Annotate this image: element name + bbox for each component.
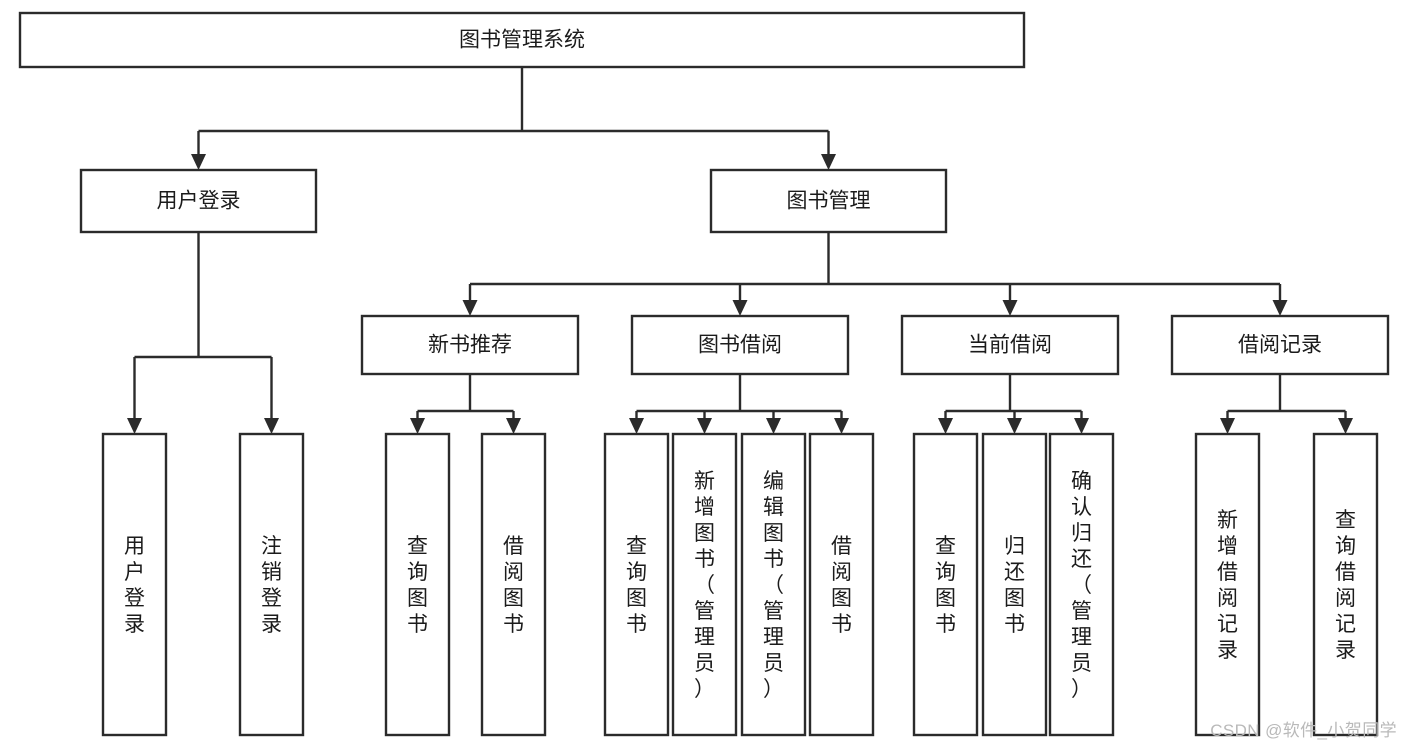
node-label-leaf_cur_return: 归还图书 bbox=[1004, 535, 1025, 636]
node-box-leaf_borrow_edit bbox=[740, 432, 807, 737]
node-layer: 图书管理系统用户登录图书管理新书推荐图书借阅当前借阅借阅记录用户登录注销登录查询… bbox=[18, 11, 1390, 737]
node-box-borrow bbox=[630, 314, 850, 376]
node-box-records bbox=[1170, 314, 1390, 376]
node-newbook[interactable]: 新书推荐 bbox=[360, 314, 580, 376]
edges-from-current bbox=[938, 374, 1089, 434]
arrow-head-icon bbox=[506, 418, 521, 434]
node-leaf_user_login[interactable]: 用户登录 bbox=[101, 432, 168, 737]
node-label-leaf_rec_query: 查询借阅记录 bbox=[1335, 509, 1356, 662]
node-leaf_borrow_lend[interactable]: 借阅图书 bbox=[808, 432, 875, 737]
node-leaf_cur_confirm[interactable]: 确认归还（管理员） bbox=[1048, 432, 1115, 737]
node-label-leaf_cur_query: 查询图书 bbox=[935, 535, 956, 636]
node-leaf_borrow_query[interactable]: 查询图书 bbox=[603, 432, 670, 737]
arrow-head-icon bbox=[629, 418, 644, 434]
arrow-head-icon bbox=[1002, 300, 1018, 316]
watermark-text: CSDN @软件_小贺同学 bbox=[1210, 721, 1397, 740]
arrow-head-icon bbox=[191, 154, 206, 170]
arrow-head-icon bbox=[264, 418, 279, 434]
node-box-leaf_cur_return bbox=[981, 432, 1048, 737]
node-label-leaf_borrow_lend: 借阅图书 bbox=[831, 535, 852, 636]
arrow-head-icon bbox=[1338, 418, 1353, 434]
node-label-root: 图书管理系统 bbox=[459, 29, 585, 52]
arrow-head-icon bbox=[1074, 418, 1089, 434]
node-label-leaf_new_query: 查询图书 bbox=[407, 535, 428, 636]
node-label-records: 借阅记录 bbox=[1238, 334, 1322, 357]
node-label-leaf_rec_add: 新增借阅记录 bbox=[1217, 509, 1238, 662]
node-box-leaf_new_query bbox=[384, 432, 451, 737]
node-leaf_user_logout[interactable]: 注销登录 bbox=[238, 432, 305, 737]
node-leaf_cur_return[interactable]: 归还图书 bbox=[981, 432, 1048, 737]
node-label-borrow: 图书借阅 bbox=[698, 334, 782, 357]
node-box-root bbox=[18, 11, 1026, 69]
node-records[interactable]: 借阅记录 bbox=[1170, 314, 1390, 376]
arrow-head-icon bbox=[821, 154, 836, 170]
node-leaf_rec_query[interactable]: 查询借阅记录 bbox=[1312, 432, 1379, 737]
node-leaf_new_query[interactable]: 查询图书 bbox=[384, 432, 451, 737]
arrow-head-icon bbox=[410, 418, 425, 434]
node-login[interactable]: 用户登录 bbox=[79, 168, 318, 234]
arrow-head-icon bbox=[697, 418, 712, 434]
arrow-head-icon bbox=[732, 300, 748, 316]
node-box-newbook bbox=[360, 314, 580, 376]
node-box-bookmgmt bbox=[709, 168, 948, 234]
node-box-login bbox=[79, 168, 318, 234]
node-leaf_borrow_add[interactable]: 新增图书（管理员） bbox=[671, 432, 738, 737]
node-box-current bbox=[900, 314, 1120, 376]
node-box-leaf_rec_query bbox=[1312, 432, 1379, 737]
node-leaf_cur_query[interactable]: 查询图书 bbox=[912, 432, 979, 737]
edges-from-newbook bbox=[410, 374, 521, 434]
node-label-leaf_new_borrow: 借阅图书 bbox=[503, 535, 524, 636]
node-leaf_new_borrow[interactable]: 借阅图书 bbox=[480, 432, 547, 737]
node-label-leaf_borrow_add: 新增图书（管理员） bbox=[694, 470, 715, 701]
arrow-head-icon bbox=[1007, 418, 1022, 434]
edges-from-borrow bbox=[629, 374, 849, 434]
arrow-head-icon bbox=[834, 418, 849, 434]
node-leaf_borrow_edit[interactable]: 编辑图书（管理员） bbox=[740, 432, 807, 737]
node-box-leaf_user_login bbox=[101, 432, 168, 737]
arrow-head-icon bbox=[1272, 300, 1288, 316]
node-box-leaf_borrow_lend bbox=[808, 432, 875, 737]
edges-from-bookmgmt bbox=[462, 232, 1288, 316]
node-leaf_rec_add[interactable]: 新增借阅记录 bbox=[1194, 432, 1261, 737]
node-bookmgmt[interactable]: 图书管理 bbox=[709, 168, 948, 234]
node-label-leaf_user_login: 用户登录 bbox=[124, 535, 145, 636]
node-label-bookmgmt: 图书管理 bbox=[787, 190, 871, 213]
node-label-leaf_borrow_edit: 编辑图书（管理员） bbox=[763, 470, 784, 701]
connector-layer bbox=[127, 67, 1353, 434]
node-box-leaf_cur_query bbox=[912, 432, 979, 737]
arrow-head-icon bbox=[462, 300, 478, 316]
edges-from-records bbox=[1220, 374, 1353, 434]
edges-from-login bbox=[127, 232, 279, 434]
node-label-login: 用户登录 bbox=[157, 190, 241, 213]
node-box-leaf_borrow_add bbox=[671, 432, 738, 737]
node-box-leaf_cur_confirm bbox=[1048, 432, 1115, 737]
arrow-head-icon bbox=[766, 418, 781, 434]
node-box-leaf_rec_add bbox=[1194, 432, 1261, 737]
node-label-leaf_borrow_query: 查询图书 bbox=[626, 535, 647, 636]
arrow-head-icon bbox=[938, 418, 953, 434]
node-box-leaf_user_logout bbox=[238, 432, 305, 737]
node-borrow[interactable]: 图书借阅 bbox=[630, 314, 850, 376]
arrow-head-icon bbox=[127, 418, 142, 434]
node-box-leaf_borrow_query bbox=[603, 432, 670, 737]
node-label-leaf_cur_confirm: 确认归还（管理员） bbox=[1071, 470, 1092, 701]
node-label-newbook: 新书推荐 bbox=[428, 334, 512, 357]
edges-from-root bbox=[191, 67, 836, 170]
node-root[interactable]: 图书管理系统 bbox=[18, 11, 1026, 69]
node-label-current: 当前借阅 bbox=[968, 334, 1052, 357]
node-current[interactable]: 当前借阅 bbox=[900, 314, 1120, 376]
arrow-head-icon bbox=[1220, 418, 1235, 434]
node-box-leaf_new_borrow bbox=[480, 432, 547, 737]
node-label-leaf_user_logout: 注销登录 bbox=[261, 535, 282, 636]
